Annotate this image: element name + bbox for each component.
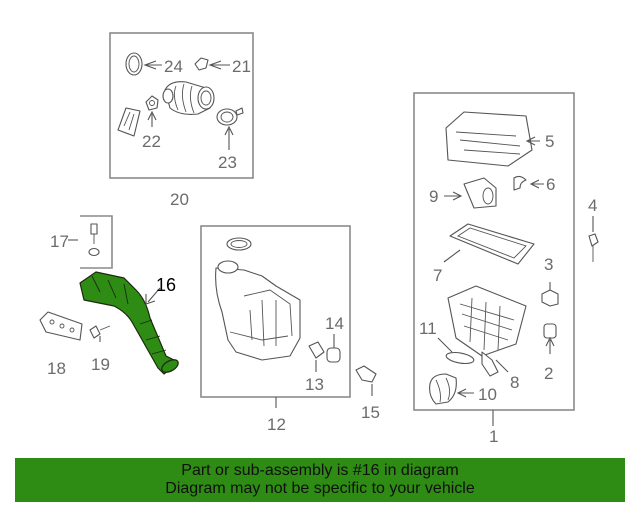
- callout-14: 14: [325, 314, 344, 333]
- callout-9: 9: [429, 187, 438, 206]
- part-11-seal[interactable]: [445, 351, 475, 366]
- part-hose-assembly[interactable]: [162, 81, 215, 115]
- part-3-grommet[interactable]: [541, 289, 559, 307]
- group-frame-20: [109, 32, 254, 179]
- part-4-bolt[interactable]: [588, 216, 599, 262]
- callout-7: 7: [433, 266, 442, 285]
- callout-6: 6: [546, 175, 555, 194]
- callout-8: 8: [510, 373, 519, 392]
- callout-20: 20: [170, 190, 189, 209]
- leader-5: [525, 136, 540, 146]
- part-21-clip[interactable]: [194, 57, 209, 71]
- part-7-filter-element[interactable]: [449, 223, 535, 265]
- callout-5: 5: [545, 132, 554, 151]
- group-bracket-17: [80, 215, 113, 269]
- leader-11: [437, 337, 453, 353]
- leader-2: [545, 336, 555, 354]
- callout-19: 19: [91, 355, 110, 374]
- part-23-clamp[interactable]: [216, 107, 244, 126]
- part-12-resonator[interactable]: [215, 237, 301, 361]
- part-19-bolt[interactable]: [89, 325, 111, 342]
- group-frame-1: [413, 92, 575, 411]
- leader-6: [529, 179, 544, 189]
- part-8-air-cleaner-box[interactable]: [447, 285, 527, 377]
- info-banner: Part or sub-assembly is #16 in diagram D…: [15, 458, 625, 502]
- part-16-air-duct[interactable]: [79, 271, 180, 375]
- part-24-clamp[interactable]: [125, 52, 143, 76]
- callout-23: 23: [218, 153, 237, 172]
- leader-23: [224, 125, 234, 150]
- callout-10: 10: [478, 385, 497, 404]
- callout-4: 4: [588, 196, 597, 215]
- leader-10: [456, 388, 474, 398]
- leader-9: [444, 191, 463, 201]
- callout-22: 22: [142, 132, 161, 151]
- banner-line-disclaimer: Diagram may not be specific to your vehi…: [165, 480, 475, 497]
- callout-13: 13: [305, 375, 324, 394]
- callout-11: 11: [419, 319, 437, 338]
- callout-15: 15: [361, 403, 380, 422]
- callout-24: 24: [164, 57, 183, 76]
- callout-17: 17: [50, 232, 69, 251]
- leader-21: [208, 60, 230, 70]
- callout-12: 12: [267, 415, 286, 434]
- part-10-hose[interactable]: [429, 373, 457, 405]
- part-22-duct-piece[interactable]: [117, 107, 141, 137]
- callout-18: 18: [47, 359, 66, 378]
- part-2-grommet[interactable]: [543, 323, 557, 339]
- callout-21: 21: [232, 57, 251, 76]
- part-9-air-flow-sensor[interactable]: [463, 177, 497, 209]
- leader-8: [495, 359, 509, 373]
- part-22-sensor[interactable]: [145, 95, 159, 111]
- part-15-bolt[interactable]: [355, 365, 377, 396]
- leader-22: [147, 110, 157, 127]
- callout-1: 1: [489, 427, 498, 446]
- part-17-bolt-clip[interactable]: [88, 223, 100, 257]
- leader-16: [145, 287, 161, 305]
- part-5-air-cleaner-cover[interactable]: [445, 111, 533, 167]
- banner-line-part: Part or sub-assembly is #16 in diagram: [181, 462, 459, 479]
- part-18-bracket[interactable]: [39, 311, 83, 341]
- leader-7: [443, 249, 461, 263]
- part-14-mount[interactable]: [326, 334, 341, 363]
- part-13-grommet[interactable]: [308, 341, 325, 359]
- leader-24: [143, 60, 162, 70]
- callout-2: 2: [544, 364, 553, 383]
- callout-16: 16: [156, 275, 176, 295]
- callout-3: 3: [544, 255, 553, 274]
- part-6-clip[interactable]: [513, 175, 527, 191]
